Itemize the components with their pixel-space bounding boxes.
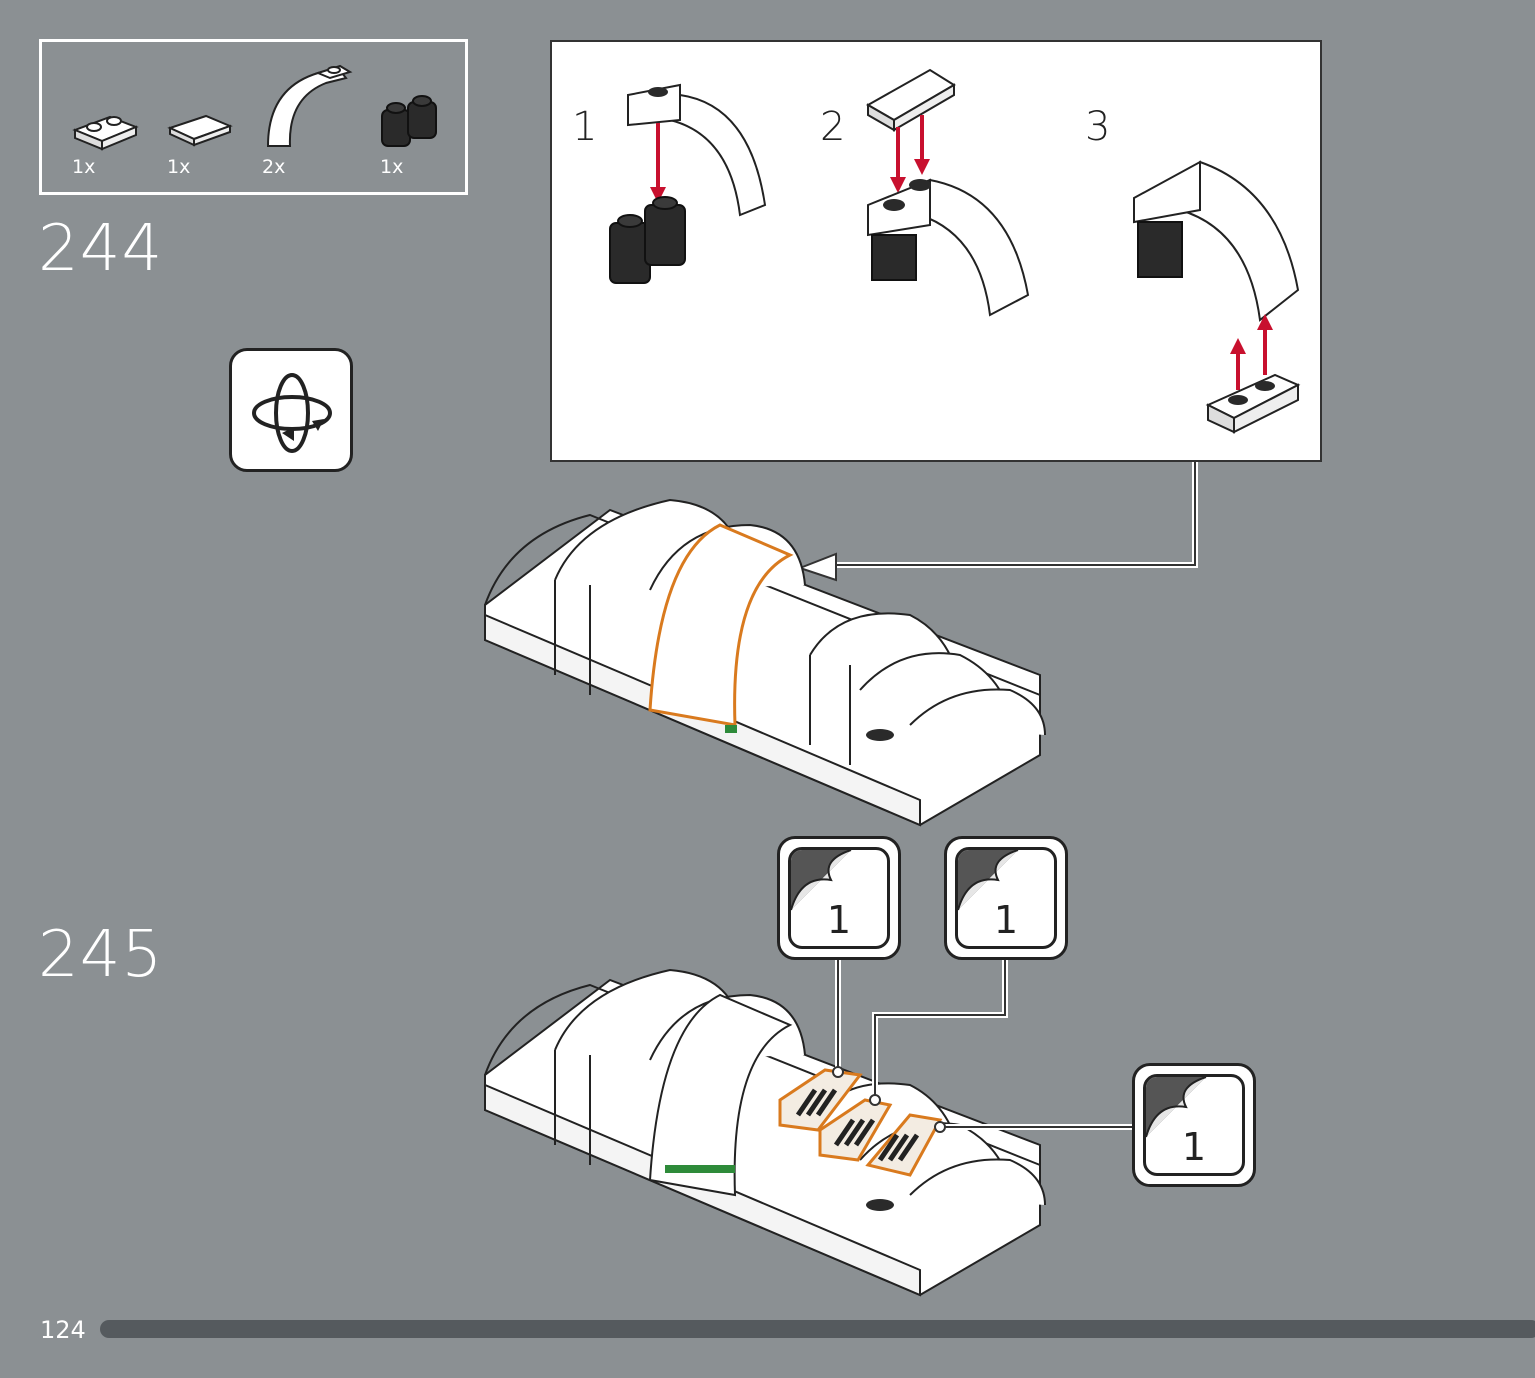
sticker-callout: 1: [1132, 1063, 1256, 1187]
substep-3-illustration: [1133, 160, 1301, 434]
substep-2-illustration: [865, 68, 1030, 317]
substep-label: 2: [820, 104, 846, 150]
step-number: 244: [38, 212, 164, 286]
sticker-icon: 1: [788, 847, 890, 949]
sticker-icon: 1: [1143, 1074, 1245, 1176]
part-count: 2x: [262, 156, 286, 178]
part-count: 1x: [167, 156, 191, 178]
sticker-callout: 1: [944, 836, 1068, 960]
rotate-arrows-icon: [252, 373, 332, 453]
round-brick-icon: [381, 95, 437, 147]
substep-1-illustration: [609, 83, 767, 284]
sticker-quantity: 1: [1181, 1125, 1207, 1169]
part-count: 1x: [380, 156, 404, 178]
sticker-callout: 1: [777, 836, 901, 960]
tile-1x2-icon: [167, 114, 233, 147]
sticker-peel-icon: [958, 850, 1019, 911]
step-245-model: [484, 968, 1046, 1297]
curved-slope-icon: [266, 64, 353, 147]
progress-bar: [100, 1320, 1535, 1338]
substep-label: 1: [572, 104, 598, 150]
parts-list-box: [39, 39, 468, 195]
step-244-model: [484, 498, 1046, 827]
step-number: 245: [38, 918, 164, 992]
rotate-model-icon: [229, 348, 353, 472]
substep-label: 3: [1085, 104, 1111, 150]
sticker-quantity: 1: [826, 898, 852, 942]
part-count: 1x: [72, 156, 96, 178]
sticker-quantity: 1: [993, 898, 1019, 942]
sticker-peel-icon: [1146, 1077, 1207, 1138]
plate-1x2-icon: [72, 115, 139, 151]
page-number: 124: [40, 1316, 86, 1344]
sticker-peel-icon: [791, 850, 852, 911]
sticker-icon: 1: [955, 847, 1057, 949]
